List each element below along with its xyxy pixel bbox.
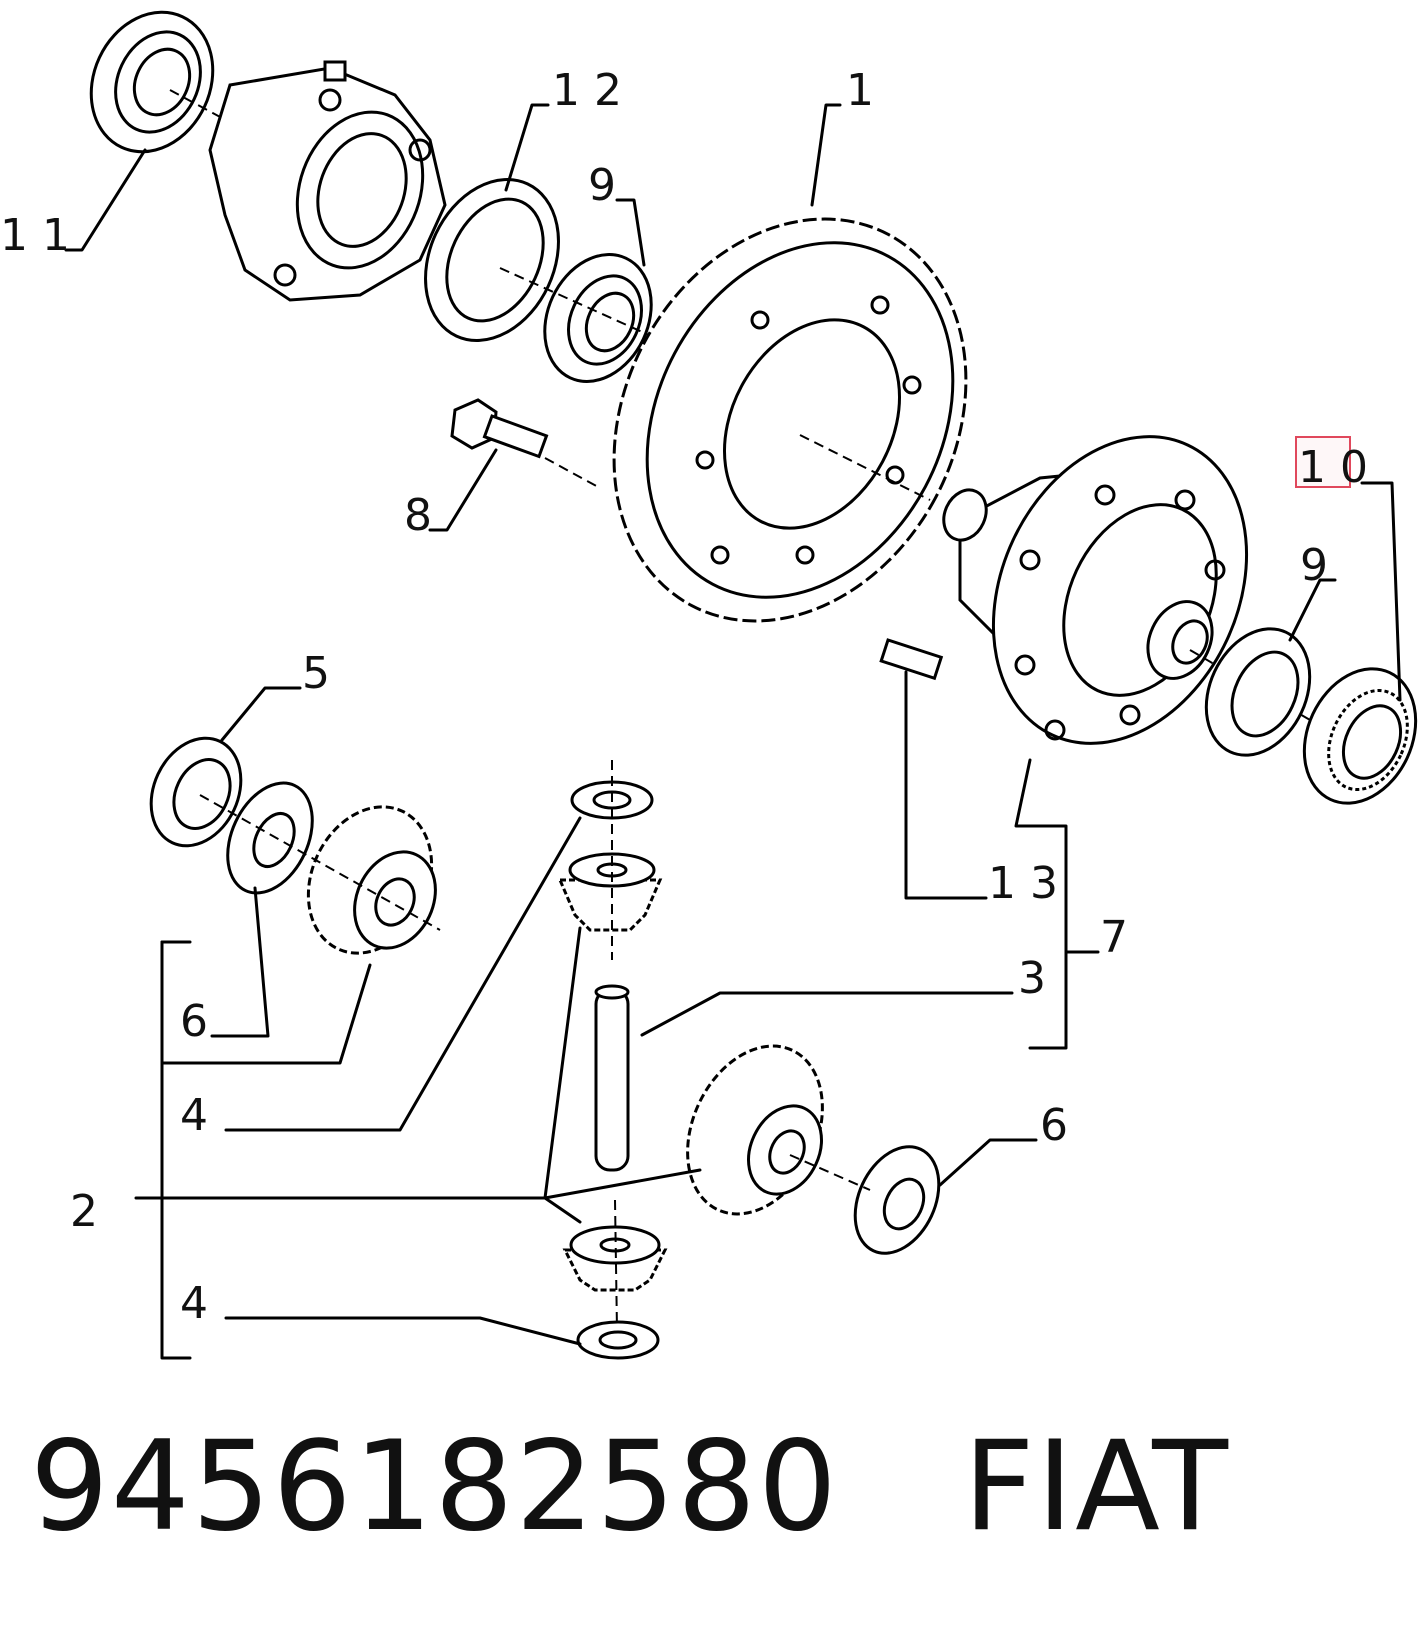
part-10-roller-bearing [1302, 667, 1418, 805]
callout-9-lower: 9 [1300, 540, 1328, 591]
callout-3: 3 [1018, 953, 1046, 1004]
part-number-footer: 9456182580 FIAT [30, 1415, 1230, 1559]
callout-4-upper: 4 [180, 1090, 208, 1141]
part-9-bearing-lower [1204, 627, 1312, 757]
part-11-bearing [89, 10, 215, 154]
part-3-cross-shaft [594, 984, 630, 1172]
part-number: 9456182580 [30, 1415, 839, 1559]
part-6-washer-right [853, 1145, 941, 1255]
callout-labels: 1 1 1 2 1 9 8 1 0 9 5 1 3 7 3 6 4 2 6 4 [0, 65, 1368, 1329]
brand-name: FIAT [963, 1415, 1231, 1559]
callout-1: 1 [846, 65, 874, 116]
highlight-box-callout-10 [1295, 436, 1351, 488]
callout-6-right: 6 [1040, 1100, 1068, 1151]
callout-8: 8 [404, 490, 432, 541]
callout-11: 1 1 [0, 210, 70, 261]
differential-case [942, 435, 1249, 745]
part-12-seal-ring [424, 177, 560, 343]
callout-4-lower: 4 [180, 1278, 208, 1329]
side-gear-right [686, 1044, 824, 1216]
part-8-bolt [450, 398, 549, 459]
callout-2: 2 [70, 1186, 98, 1237]
callout-9-upper: 9 [588, 160, 616, 211]
callout-13: 1 3 [988, 858, 1058, 909]
callout-7: 7 [1100, 912, 1128, 963]
callout-12: 1 2 [552, 65, 622, 116]
part-13-pin [879, 638, 944, 681]
part-4-side-gear-left [306, 805, 437, 955]
callout-6-left: 6 [180, 996, 208, 1047]
part-1-crown-gear [612, 217, 968, 623]
part-9-bearing-upper [543, 253, 653, 383]
part-5-bearing [149, 736, 243, 848]
callout-10: 1 0 [1298, 442, 1368, 493]
pinion-gear-lower [562, 1225, 668, 1292]
differential-housing-flange [208, 60, 447, 302]
callout-5: 5 [302, 648, 330, 699]
leader-lines [64, 103, 1402, 1360]
part-4-washer-lower [576, 1320, 660, 1360]
pinion-gear-upper [557, 852, 663, 932]
